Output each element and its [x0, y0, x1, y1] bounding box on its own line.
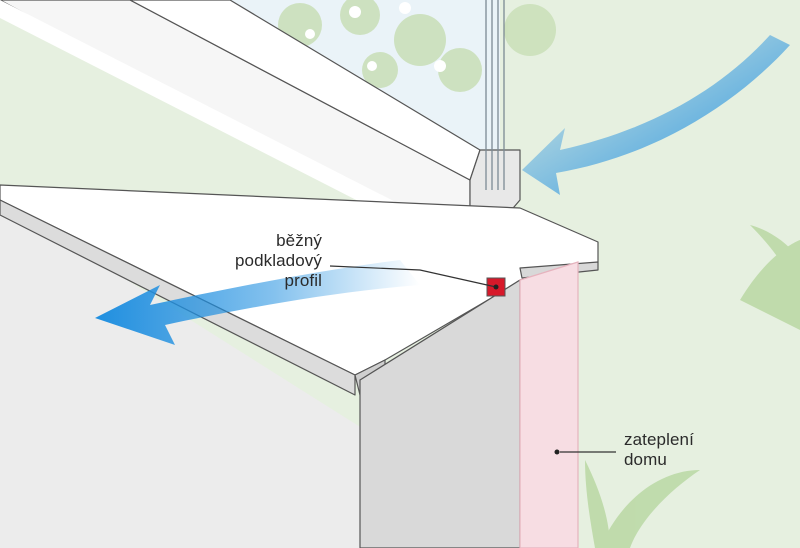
airflow-arrow-left: [95, 260, 420, 345]
leader-lines: [329, 265, 616, 453]
label-insulation-line1: zateplení: [624, 430, 694, 449]
label-profile-line2: podkladový: [234, 251, 322, 270]
profile-marker-dot: [493, 284, 499, 290]
glass-panes: [485, 0, 505, 190]
label-profile-line3: profil: [284, 271, 322, 290]
interior-wall: [0, 200, 365, 548]
insulation-layer: [519, 261, 579, 548]
airflow-arrow-right: [522, 35, 790, 195]
label-insulation-line2: domu: [624, 450, 667, 469]
wall-front: [359, 278, 521, 548]
label-profile-line1: běžný: [276, 231, 322, 250]
insulation-marker-dot: [554, 449, 560, 455]
window-frame: [0, 0, 521, 263]
plant-leaves-decoration: [585, 225, 800, 548]
label-house-insulation: zateplení domu: [624, 430, 694, 470]
label-support-profile: běžný podkladový profil: [235, 231, 322, 291]
window-glass-view: [230, 0, 556, 150]
